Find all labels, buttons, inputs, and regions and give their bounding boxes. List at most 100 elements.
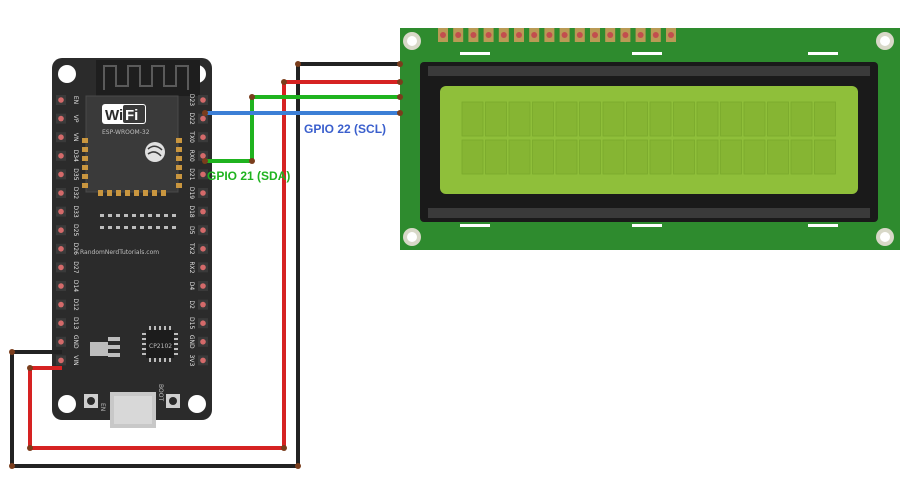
pin-label: D5	[188, 226, 195, 235]
lcd-cell	[673, 139, 695, 175]
pin-label: D26	[72, 243, 79, 255]
lcd-cell	[743, 139, 766, 175]
pin-label: VN	[72, 133, 79, 142]
header-pin	[200, 190, 206, 196]
lcd-cell	[485, 139, 507, 175]
pin-label: D35	[72, 168, 79, 180]
pin-label: GND	[72, 335, 79, 349]
pin-label: D27	[72, 261, 79, 273]
pin-label: D15	[188, 317, 195, 329]
header-pin	[200, 320, 206, 327]
wifi-logo-right: Fi	[125, 107, 138, 124]
lcd-cell	[696, 101, 719, 137]
pin-label: EN	[72, 96, 79, 104]
lcd-cell	[532, 101, 554, 137]
module-model-text: ESP-WROOM-32	[102, 129, 150, 136]
pin-label: RX0	[188, 150, 195, 162]
lcd-header-pins	[438, 28, 676, 42]
gnd-wire	[10, 62, 400, 468]
header-pin	[200, 283, 206, 289]
header-pin	[58, 357, 64, 364]
lcd-cell	[696, 139, 719, 175]
header-pin	[58, 190, 64, 196]
lcd-cell	[626, 139, 648, 175]
header-pin	[58, 246, 64, 252]
antenna-trace-icon	[103, 65, 189, 90]
header-pin	[58, 301, 64, 308]
header-pin	[200, 115, 206, 122]
sda-wire	[205, 95, 400, 163]
header-pin	[58, 339, 64, 345]
voltage-regulator	[90, 342, 108, 356]
left-pin-labels: ENVPVND34D35D32D33D25D26D27D14D12D13GNDV…	[72, 96, 79, 366]
en-button-label: EN	[99, 403, 106, 411]
pin-label: D19	[188, 187, 195, 199]
header-pin	[58, 227, 64, 233]
pin-label: RX2	[188, 261, 195, 273]
module-pads	[82, 138, 182, 196]
lcd-cell	[767, 101, 789, 137]
lcd-cell	[649, 139, 672, 175]
pin-label: D2	[188, 300, 195, 309]
pin-label: 3V3	[188, 355, 195, 367]
lcd-cell	[461, 139, 484, 175]
header-pin	[200, 339, 206, 345]
lcd-module	[400, 28, 900, 250]
sda-label: GPIO 21 (SDA)	[207, 169, 290, 183]
header-pin	[58, 283, 64, 289]
pin-label: GND	[188, 335, 195, 349]
lcd-cell	[649, 101, 672, 137]
header-pin	[58, 208, 64, 215]
pin-label: D21	[188, 168, 195, 180]
header-pin	[58, 171, 64, 178]
lcd-cell	[602, 139, 625, 175]
lcd-cell	[508, 101, 531, 137]
header-pin	[200, 153, 206, 159]
pin-label: D34	[72, 150, 79, 162]
right-pin-labels: D23D22TX0RX0D21D19D18D5TX2RX2D4D2D15GND3…	[188, 94, 195, 367]
pin-label: D22	[188, 112, 195, 124]
lcd-cell	[720, 101, 742, 137]
header-pin	[200, 208, 206, 215]
header-pin	[200, 357, 206, 364]
board-hole-icon	[58, 395, 76, 413]
header-pin	[200, 97, 206, 103]
lcd-cell	[814, 101, 836, 137]
pin-label: VIN	[72, 355, 79, 365]
header-pin	[58, 153, 64, 159]
lcd-cell	[673, 101, 695, 137]
header-pin	[58, 134, 64, 140]
pin-label: TX2	[188, 242, 195, 255]
pin-label: D12	[72, 298, 79, 310]
header-pin	[58, 97, 64, 103]
lcd-character-cells	[461, 101, 836, 175]
wires	[9, 61, 403, 469]
lcd-cell	[508, 139, 531, 175]
esp32-board: Wi Fi ESP-WROOM-32 RandomNerdTutorials.c…	[52, 58, 212, 428]
pin-label: D13	[72, 317, 79, 329]
watermark-text: RandomNerdTutorials.com	[80, 249, 159, 256]
lcd-cell	[626, 101, 648, 137]
left-header-pins	[56, 95, 66, 366]
pin-label: D18	[188, 205, 195, 217]
pin-label: D14	[72, 280, 79, 292]
lcd-cell	[602, 101, 625, 137]
board-hole-icon	[58, 65, 76, 83]
pin-label: D25	[72, 224, 79, 236]
pin-label: D23	[188, 94, 195, 106]
lcd-cell	[461, 101, 484, 137]
lcd-cell	[485, 101, 507, 137]
scl-label: GPIO 22 (SCL)	[304, 122, 386, 136]
header-pin	[58, 264, 64, 271]
wifi-logo-left: Wi	[105, 107, 123, 124]
board-hole-icon	[188, 395, 206, 413]
header-pin	[200, 134, 206, 140]
header-pin	[200, 246, 206, 252]
vcc-wire	[28, 80, 400, 450]
pin-label: D33	[72, 205, 79, 217]
lcd-cell	[743, 101, 766, 137]
lcd-cell	[555, 101, 578, 137]
pin-label: D4	[188, 282, 195, 291]
lcd-cell	[790, 101, 813, 137]
